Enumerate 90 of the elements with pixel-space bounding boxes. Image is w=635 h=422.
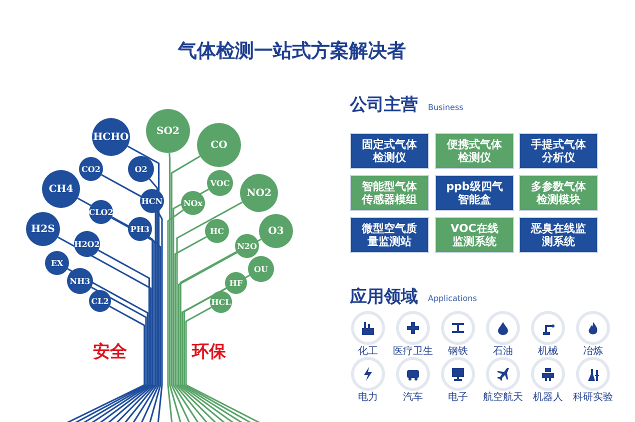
category-label: 环保 bbox=[192, 342, 226, 362]
product-box bbox=[519, 217, 598, 253]
section-subheading: Applications bbox=[428, 294, 477, 304]
application-label: 航空航天 bbox=[483, 392, 523, 403]
product-box bbox=[350, 133, 429, 169]
application-label: 科研实验 bbox=[573, 392, 613, 403]
application-label: 汽车 bbox=[403, 392, 423, 403]
branch-line bbox=[172, 188, 209, 422]
product-name: 智能型气体传感器模组 bbox=[360, 180, 418, 206]
application-circle bbox=[531, 311, 565, 345]
branch-line bbox=[178, 238, 262, 422]
application-label: 石油 bbox=[493, 346, 513, 357]
branch-line bbox=[132, 178, 158, 422]
branch-line bbox=[170, 156, 200, 422]
product-box bbox=[435, 217, 514, 253]
application-circle bbox=[531, 357, 565, 391]
application-circle bbox=[486, 311, 520, 345]
branch-line bbox=[157, 211, 163, 422]
product-name: 微型空气质量监测站 bbox=[360, 222, 418, 248]
application-label: 冶炼 bbox=[583, 346, 603, 357]
gas-circle: CO bbox=[197, 123, 241, 167]
gas-circle: VOC bbox=[207, 170, 233, 196]
branch-line bbox=[174, 236, 209, 422]
gas-circle: O2 bbox=[128, 156, 154, 182]
branch-line bbox=[167, 209, 184, 422]
gas-circle: CL2 bbox=[89, 290, 111, 312]
branch-line bbox=[101, 174, 156, 422]
gas-circle: PH3 bbox=[128, 217, 152, 241]
branch-line bbox=[127, 146, 160, 422]
application-label: 机械 bbox=[538, 346, 558, 357]
application-circle bbox=[576, 311, 610, 345]
branch-line bbox=[176, 202, 243, 422]
application-circle bbox=[351, 357, 385, 391]
branch-line bbox=[72, 286, 147, 422]
product-box bbox=[350, 217, 429, 253]
gas-circle: N2O bbox=[235, 234, 259, 258]
gas-circle: HCL bbox=[210, 291, 232, 313]
product-name: 便携式气体检测仪 bbox=[446, 138, 503, 164]
product-box bbox=[350, 175, 429, 211]
branch-line bbox=[111, 217, 155, 422]
gas-circle: O3 bbox=[259, 214, 293, 248]
product-name: ppb级四气智能盒 bbox=[446, 180, 504, 206]
gas-circle: CLO2 bbox=[89, 200, 113, 224]
gas-circle: NO2 bbox=[240, 174, 278, 212]
application-circle bbox=[576, 357, 610, 391]
page-title: 气体检测一站式方案解决者 bbox=[178, 39, 406, 64]
application-circle bbox=[486, 357, 520, 391]
gas-circle: OU bbox=[248, 256, 274, 282]
product-name: 恶臭在线监测系统 bbox=[530, 222, 587, 248]
gas-circle: HF bbox=[225, 272, 247, 294]
application-label: 电力 bbox=[358, 392, 378, 403]
branch-line bbox=[148, 236, 162, 422]
product-name: 固定式气体检测仪 bbox=[361, 138, 418, 164]
branch-line bbox=[185, 306, 262, 422]
gas-circle: NH3 bbox=[67, 268, 93, 294]
application-circle bbox=[441, 357, 475, 391]
application-circle bbox=[396, 311, 430, 345]
application-label: 医疗卫生 bbox=[393, 346, 433, 357]
application-label: 机器人 bbox=[533, 392, 563, 403]
branch-line bbox=[168, 152, 182, 422]
section-heading: 公司主营 bbox=[350, 95, 418, 116]
product-box bbox=[435, 175, 514, 211]
section-subheading: Business bbox=[428, 103, 464, 113]
application-label: 电子 bbox=[448, 392, 468, 403]
gas-circle: HC bbox=[205, 219, 229, 243]
gas-circle: CH4 bbox=[42, 170, 80, 208]
gas-circle: H2S bbox=[26, 212, 60, 246]
application-circle bbox=[351, 311, 385, 345]
application-circle bbox=[441, 311, 475, 345]
section-heading: 应用领域 bbox=[350, 287, 418, 308]
product-box bbox=[519, 133, 598, 169]
category-label: 安全 bbox=[93, 342, 127, 362]
gas-circle: HCHO bbox=[92, 118, 130, 156]
product-name: VOC在线监测系统 bbox=[450, 222, 500, 248]
application-label: 钢铁 bbox=[448, 346, 468, 357]
product-name: 多参数气体检测模块 bbox=[530, 180, 587, 206]
application-circle bbox=[396, 357, 430, 391]
branch-line bbox=[90, 250, 150, 422]
branch-line bbox=[180, 251, 237, 422]
application-label: 化工 bbox=[358, 346, 378, 357]
gas-circle: HCN bbox=[140, 189, 164, 213]
product-box bbox=[519, 175, 598, 211]
gas-circle: NOx bbox=[181, 191, 205, 215]
product-box bbox=[435, 133, 514, 169]
gas-circle: EX bbox=[45, 251, 69, 275]
gas-circle: CO2 bbox=[79, 157, 103, 181]
gas-circle: SO2 bbox=[146, 109, 190, 153]
product-name: 手提式气体分析仪 bbox=[530, 138, 587, 164]
gas-circle: H2O2 bbox=[74, 231, 100, 257]
branch-line bbox=[67, 268, 148, 422]
